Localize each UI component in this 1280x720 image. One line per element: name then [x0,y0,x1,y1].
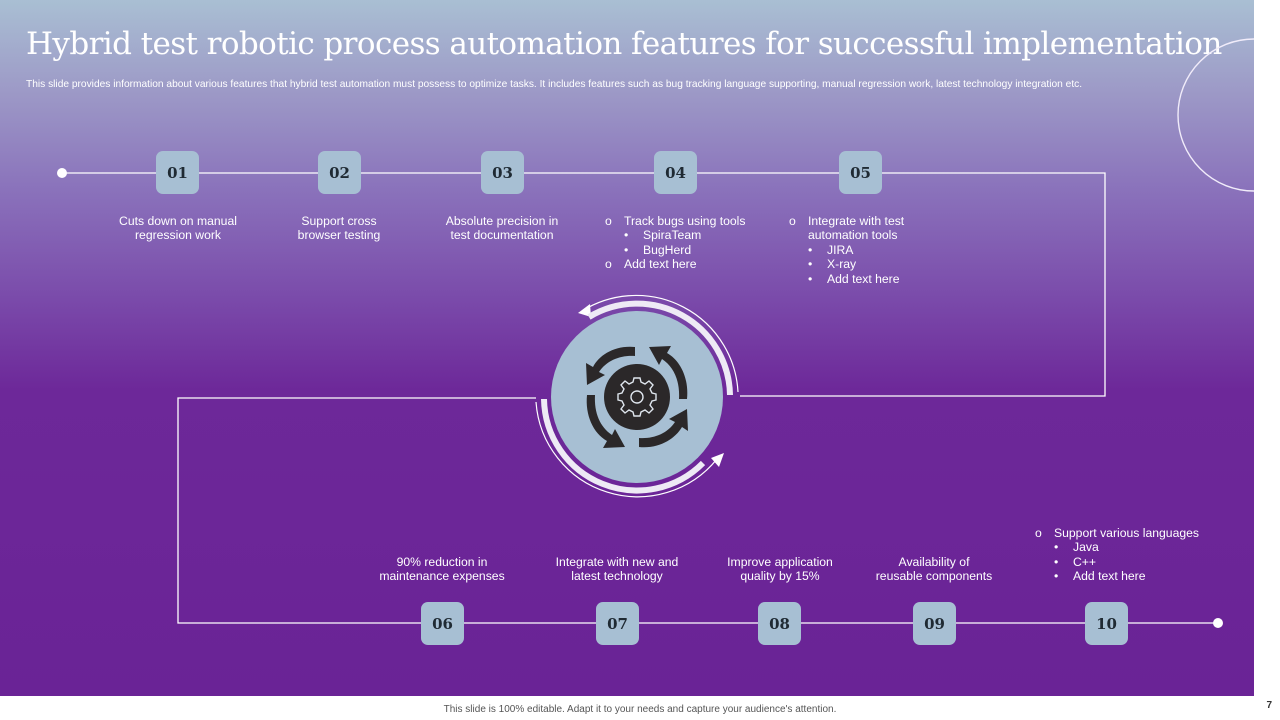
step-10-number: 10 [1085,602,1128,645]
page-number: 7 [1266,700,1272,711]
step-09-number: 09 [913,602,956,645]
list-subitem: •SpiraTeam [624,228,702,243]
list-subitem: •JIRA [808,242,854,257]
outer-arc-top [581,294,739,393]
step-09-description: Availability of reusable components [875,555,993,584]
list-subitem: •C++ [1054,554,1097,569]
arc-arrowhead-bottom [711,453,724,467]
list-subitem: •Java [1054,540,1099,555]
step-08-number: 08 [758,602,801,645]
step-02-number: 02 [318,151,361,194]
step-07-number: 07 [596,602,639,645]
gear-backdrop [604,364,670,430]
start-dot [57,168,67,178]
list-subitem: •X-ray [808,257,857,272]
step-04-number: 04 [654,151,697,194]
step-01-number: 01 [156,151,199,194]
list-subitem: •BugHerd [624,242,692,257]
inner-ring-top [587,300,733,396]
arc-arrowhead-top [578,304,591,317]
inner-ring-bottom [541,398,706,494]
step-05-number: 05 [839,151,882,194]
step-06-number: 06 [421,602,464,645]
step-02-description: Support cross browser testing [297,214,381,243]
end-dot [1213,618,1223,628]
slide-subtitle: This slide provides information about va… [26,79,1083,90]
step-01-description: Cuts down on manual regression work [119,214,237,243]
cycle-arrows-icon [586,346,688,448]
center-graphic [535,294,739,498]
list-subitem: •Add text here [808,271,900,286]
slide-title: Hybrid test robotic process automation f… [26,26,1222,62]
step-07-description: Integrate with new and latest technology [555,555,679,584]
step-03-description: Absolute precision in test documentation [445,214,559,243]
decorative-circle [1177,38,1254,192]
connector-lines [57,38,1254,628]
list-subitem: •Add text here [1054,569,1146,584]
step-08-description: Improve application quality by 15% [727,555,833,584]
gear-icon [617,377,657,417]
step-03-number: 03 [481,151,524,194]
top-connector [62,172,1106,397]
slide: Hybrid test robotic process automation f… [0,0,1254,696]
bottom-connector [177,397,1218,624]
outer-arc-bottom [535,401,718,498]
footer-note: This slide is 100% editable. Adapt it to… [443,704,837,715]
step-06-description: 90% reduction in maintenance expenses [379,555,505,584]
